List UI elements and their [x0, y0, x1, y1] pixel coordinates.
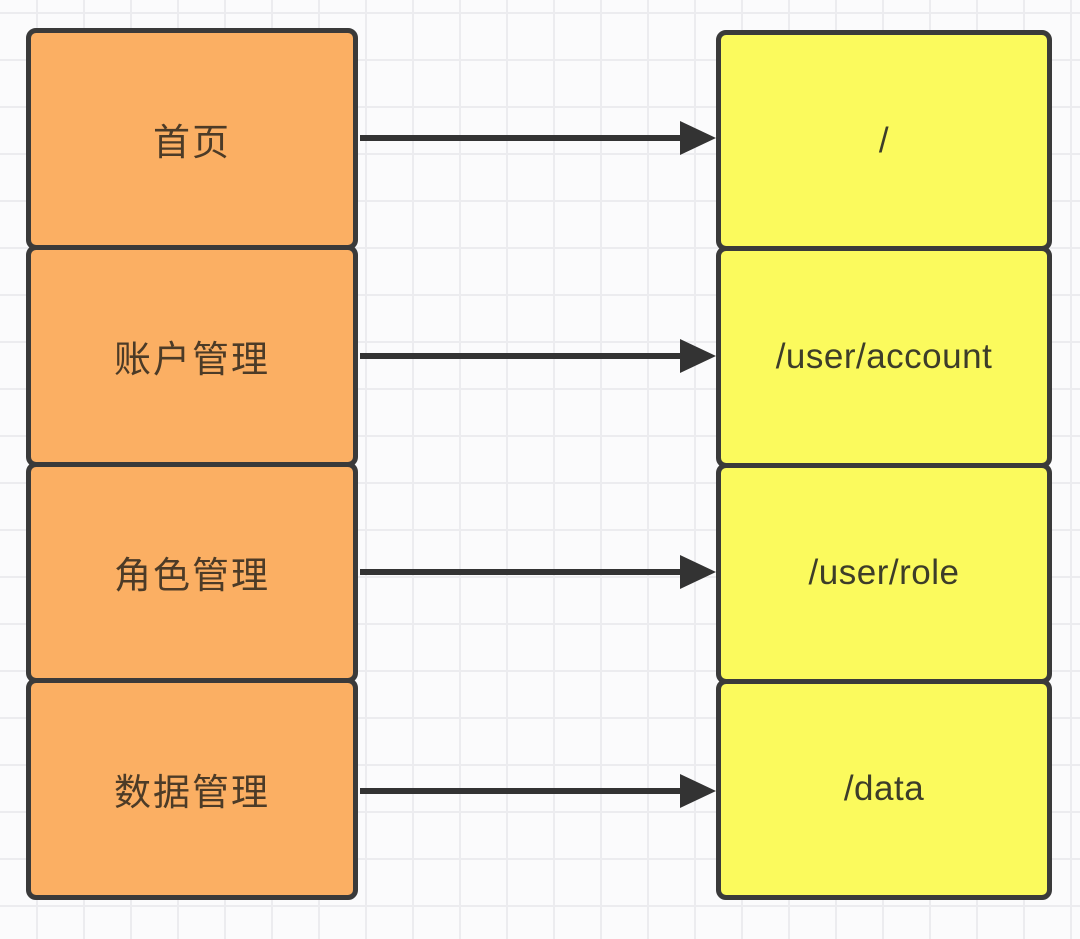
menu-node-label: 角色管理 [114, 555, 270, 597]
menu-node-data: 数据管理 [26, 678, 358, 900]
menu-column: 首页 账户管理 角色管理 数据管理 [26, 28, 358, 900]
route-node-data: /data [716, 678, 1052, 900]
route-node-label: / [878, 120, 890, 160]
route-node-root: / [716, 30, 1052, 252]
route-node-label: /user/role [808, 553, 960, 593]
arrow-role-to-user-role [360, 555, 716, 589]
route-column: / /user/account /user/role /data [716, 30, 1052, 900]
route-node-label: /user/account [775, 336, 993, 376]
menu-node-home: 首页 [26, 28, 358, 250]
arrow-data-to-data [360, 774, 716, 808]
route-node-user-role: /user/role [716, 462, 1052, 684]
arrow-account-to-user-account [360, 339, 716, 373]
menu-node-label: 账户管理 [114, 338, 270, 380]
arrow-home-to-root [360, 121, 716, 155]
menu-node-label: 首页 [153, 121, 231, 163]
menu-node-role: 角色管理 [26, 461, 358, 684]
menu-node-account: 账户管理 [26, 244, 358, 467]
route-node-user-account: /user/account [716, 246, 1052, 468]
route-node-label: /data [843, 769, 925, 809]
menu-node-label: 数据管理 [114, 772, 270, 814]
